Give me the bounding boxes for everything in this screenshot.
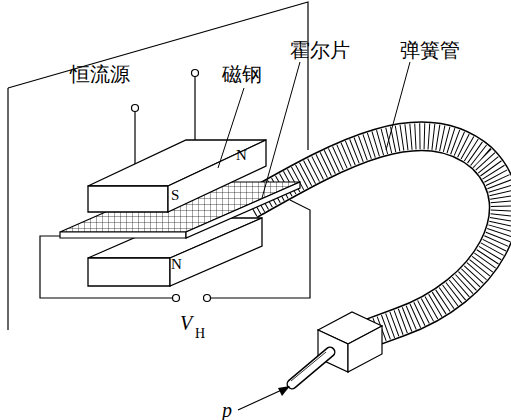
- pole-label: N: [171, 257, 182, 272]
- part-label: 霍尔片: [290, 40, 350, 60]
- upper-magnet: [88, 140, 266, 212]
- part-label: 弹簧管: [400, 40, 460, 60]
- terminal: [192, 70, 199, 77]
- arrow-head: [278, 386, 290, 396]
- terminal: [173, 295, 180, 302]
- fitting-block: [318, 312, 382, 372]
- part-label: 磁钢: [222, 64, 262, 84]
- pressure-label: p: [222, 400, 232, 420]
- pressure-pipe: [291, 352, 330, 384]
- terminal: [204, 295, 211, 302]
- signal-subscript: H: [195, 327, 205, 341]
- pole-label: S: [171, 188, 179, 203]
- pressure-arrow: [238, 388, 286, 410]
- part-label: 恒流源: [70, 64, 130, 84]
- spring-tube: [250, 136, 504, 336]
- leader-lines: [218, 62, 410, 198]
- signal-label: V: [180, 313, 192, 333]
- pole-label: N: [236, 148, 247, 163]
- terminal: [132, 105, 139, 112]
- mounting-plane: [8, 2, 308, 330]
